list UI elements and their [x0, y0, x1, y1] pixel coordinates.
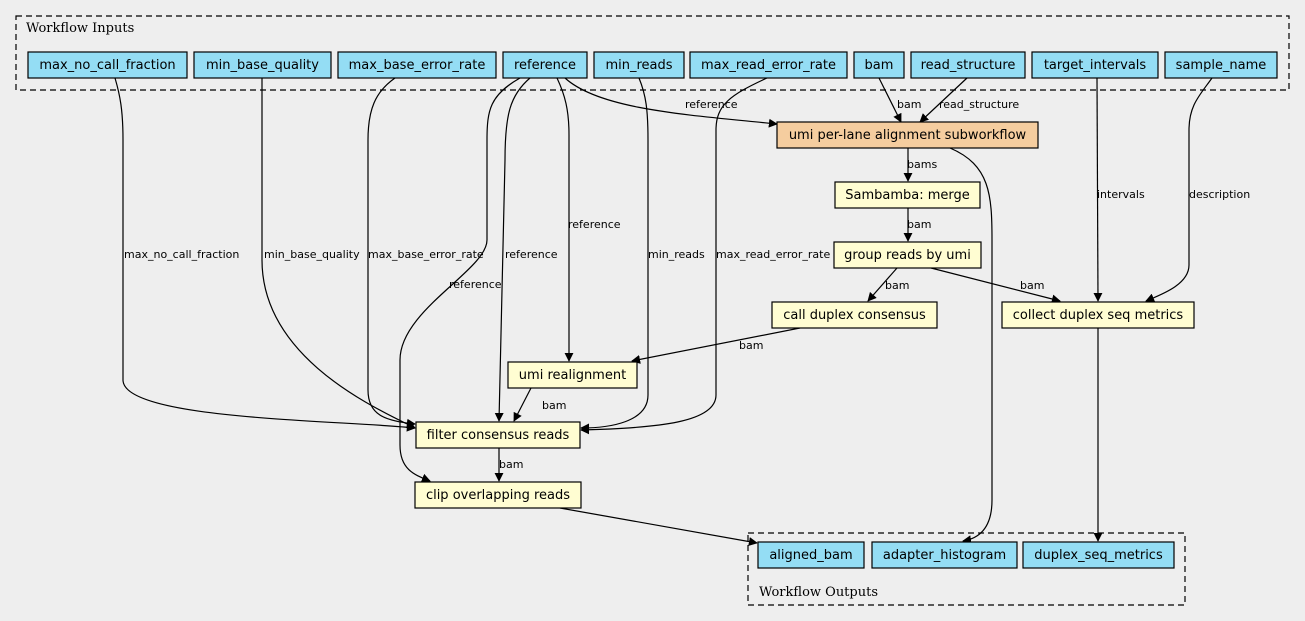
edge-label-call-to-realignment: bam: [739, 339, 763, 352]
node-label: umi per-lane alignment subworkflow: [789, 128, 1027, 143]
node-label: max_no_call_fraction: [39, 58, 175, 73]
edge-label-min-base-quality: min_base_quality: [264, 248, 360, 261]
input-node-sample-name[interactable]: sample_name: [1164, 51, 1278, 79]
edge-label-intervals-to-collect: intervals: [1097, 188, 1145, 201]
output-node-duplex-seq-metrics[interactable]: duplex_seq_metrics: [1022, 541, 1175, 569]
workflow-inputs-label: Workflow Inputs: [26, 21, 134, 36]
node-label: umi realignment: [519, 368, 626, 383]
task-node-filter-consensus-reads[interactable]: filter consensus reads: [415, 421, 581, 449]
input-node-max-base-error-rate[interactable]: max_base_error_rate: [337, 51, 497, 79]
edge-label-merge-to-group: bam: [907, 218, 931, 231]
workflow-inputs-cluster: Workflow Inputs: [15, 15, 1290, 91]
node-label: duplex_seq_metrics: [1034, 548, 1163, 563]
input-node-min-reads[interactable]: min_reads: [593, 51, 685, 79]
node-label: bam: [865, 58, 894, 73]
edge-sample-name-to-collect: [1145, 77, 1213, 302]
edge-reference-to-clip: [399, 77, 521, 483]
task-node-sambamba-merge[interactable]: Sambamba: merge: [834, 181, 981, 209]
edge-label-reference-to-subworkflow: reference: [685, 98, 738, 111]
edge-clip-to-aligned-bam: [559, 507, 758, 547]
input-node-max-no-call-fraction[interactable]: max_no_call_fraction: [27, 51, 188, 79]
edge-label-max-no-call-fraction: max_no_call_fraction: [124, 248, 239, 261]
edge-read-structure-to-subworkflow: [919, 77, 968, 123]
edge-reference-to-realignment: [556, 77, 574, 362]
edge-label-realignment-to-filter: bam: [542, 399, 566, 412]
workflow-outputs-cluster: Workflow Outputs: [747, 532, 1186, 606]
task-node-clip-overlapping-reads[interactable]: clip overlapping reads: [414, 481, 582, 509]
input-node-bam[interactable]: bam: [853, 51, 905, 79]
edge-label-group-to-collect: bam: [1020, 279, 1044, 292]
output-node-adapter-histogram[interactable]: adapter_histogram: [871, 541, 1018, 569]
node-label: reference: [514, 58, 576, 73]
input-node-min-base-quality[interactable]: min_base_quality: [193, 51, 332, 79]
task-node-collect-duplex-seq-metrics[interactable]: collect duplex seq metrics: [1001, 301, 1195, 329]
node-label: aligned_bam: [769, 548, 852, 563]
edge-intervals-to-collect: [1093, 77, 1103, 302]
node-label: read_structure: [921, 58, 1016, 73]
input-node-read-structure[interactable]: read_structure: [910, 51, 1026, 79]
task-node-group-reads-by-umi[interactable]: group reads by umi: [833, 241, 982, 269]
edge-label-group-to-call: bam: [885, 279, 909, 292]
node-label: min_base_quality: [206, 58, 319, 73]
edge-label-filter-to-clip: bam: [499, 458, 523, 471]
edge-label-reference-to-realignment: reference: [568, 218, 621, 231]
node-label: group reads by umi: [844, 248, 971, 263]
edge-group-to-call: [867, 267, 898, 302]
edge-label-min-reads: min_reads: [648, 248, 705, 261]
task-node-call-duplex-consensus[interactable]: call duplex consensus: [771, 301, 938, 329]
task-node-umi-realignment[interactable]: umi realignment: [507, 361, 638, 389]
edge-max-no-call-fraction-to-filter: [114, 77, 416, 432]
node-label: adapter_histogram: [883, 548, 1006, 563]
edge-label-read-structure-to-subworkflow: read_structure: [939, 98, 1019, 111]
node-label: collect duplex seq metrics: [1013, 308, 1184, 323]
edge-reference-to-subworkflow: [564, 77, 778, 128]
edge-subworkflow-to-adapter-histogram: [949, 147, 993, 545]
output-node-aligned-bam[interactable]: aligned_bam: [757, 541, 865, 569]
node-label: max_read_error_rate: [701, 58, 836, 73]
edge-bam-to-subworkflow: [878, 77, 902, 123]
edge-label-max-base-error-rate: max_base_error_rate: [368, 248, 484, 261]
edge-label-reference-to-filter: reference: [505, 248, 558, 261]
input-node-target-intervals[interactable]: target_intervals: [1031, 51, 1159, 79]
edge-label-sample-name-to-collect: description: [1189, 188, 1250, 201]
edge-realignment-to-filter: [513, 387, 532, 422]
input-node-reference[interactable]: reference: [502, 51, 588, 79]
edge-labels: reference bam read_structure bams bam ba…: [124, 98, 1250, 471]
edge-label-subworkflow-to-merge: bams: [907, 158, 937, 171]
node-label: clip overlapping reads: [426, 488, 570, 503]
edge-min-reads-to-filter: [580, 77, 649, 433]
edges: [114, 77, 1213, 547]
node-label: filter consensus reads: [427, 428, 570, 443]
edge-group-to-collect: [930, 267, 1061, 304]
node-label: call duplex consensus: [783, 308, 926, 323]
node-label: min_reads: [605, 58, 672, 73]
node-label: target_intervals: [1044, 58, 1147, 73]
node-label: max_base_error_rate: [349, 58, 486, 73]
edge-min-base-quality-to-filter: [261, 78, 416, 429]
workflow-outputs-label: Workflow Outputs: [759, 585, 878, 600]
edge-label-reference-to-clip: reference: [449, 278, 502, 291]
edge-max-base-error-rate-to-filter: [367, 77, 416, 428]
nodes: max_no_call_fraction min_base_quality ma…: [27, 51, 1278, 569]
input-node-max-read-error-rate[interactable]: max_read_error_rate: [689, 51, 848, 79]
edge-label-max-read-error-rate: max_read_error_rate: [716, 248, 830, 261]
node-label: Sambamba: merge: [845, 188, 970, 203]
node-label: sample_name: [1176, 58, 1267, 73]
edge-max-read-error-rate-to-filter: [580, 77, 768, 435]
edge-label-bam-to-subworkflow: bam: [897, 98, 921, 111]
edge-reference-to-filter: [494, 77, 531, 422]
subworkflow-node-umi-per-lane-alignment[interactable]: umi per-lane alignment subworkflow: [776, 121, 1039, 149]
